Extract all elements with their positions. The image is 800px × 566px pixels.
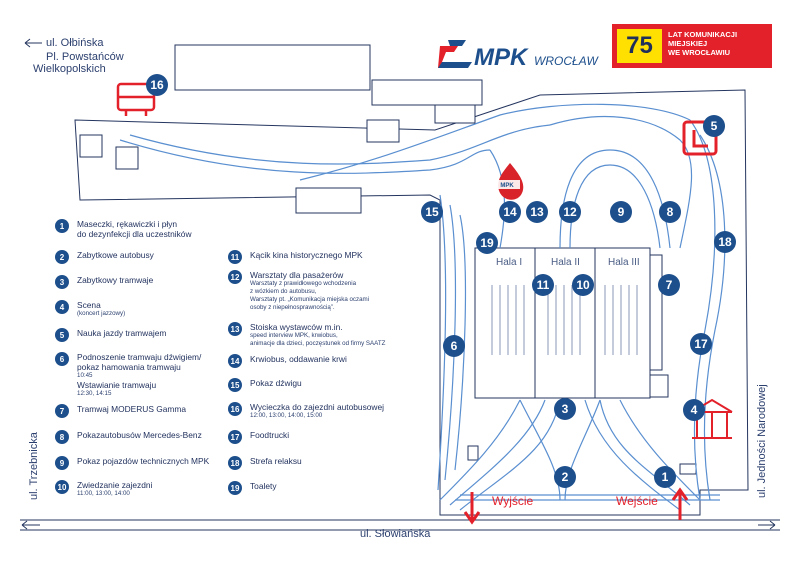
legend-item-12: 12 Warsztaty dla pasażerów Warsztaty z p… bbox=[228, 270, 369, 312]
map-marker-5[interactable]: 5 bbox=[703, 115, 725, 137]
street-pl-powstancow: Pl. Powstańców bbox=[46, 51, 124, 63]
map-marker-2[interactable]: 2 bbox=[554, 466, 576, 488]
hall-label-3: Hala III bbox=[608, 257, 640, 268]
blood-drop-icon: MPK bbox=[494, 163, 524, 200]
map-marker-18[interactable]: 18 bbox=[714, 231, 736, 253]
tram-driving-icon bbox=[682, 120, 718, 156]
building bbox=[434, 104, 476, 124]
legend-item-6: 6 Podnoszenie tramwaju dźwigiem/ pokaz h… bbox=[55, 352, 201, 398]
legend-item-5: 5 Nauka jazdy tramwajem bbox=[55, 328, 166, 342]
hall-label-2: Hala II bbox=[551, 257, 580, 268]
map-marker-4[interactable]: 4 bbox=[683, 399, 705, 421]
legend-item-3: 3 Zabytkowy tramwaje bbox=[55, 275, 153, 289]
map-marker-8[interactable]: 8 bbox=[659, 201, 681, 223]
mpk-city-text: WROCŁAW bbox=[534, 54, 598, 68]
exit-label: Wyjście bbox=[492, 494, 534, 508]
legend-item-15: 15 Pokaz dźwigu bbox=[228, 378, 302, 392]
svg-text:MPK: MPK bbox=[500, 183, 514, 189]
entry-label: Wejście bbox=[616, 494, 658, 508]
depot-hall bbox=[474, 247, 651, 399]
site-boundary bbox=[74, 89, 749, 516]
map-marker-13[interactable]: 13 bbox=[526, 201, 548, 223]
map-marker-19[interactable]: 19 bbox=[476, 232, 498, 254]
legend-item-13: 13 Stoiska wystawców m.in. speed intervi… bbox=[228, 322, 385, 348]
hall-label-1: Hala I bbox=[496, 257, 523, 268]
legend-item-17: 17 Foodtrucki bbox=[228, 430, 289, 444]
street-slowianska: ul. Słowiańska bbox=[360, 528, 431, 540]
legend-item-2: 2 Zabytkowe autobusy bbox=[55, 250, 154, 264]
legend-item-9: 9 Pokaz pojazdów technicznych MPK bbox=[55, 456, 209, 470]
map-marker-7[interactable]: 7 bbox=[658, 274, 680, 296]
legend-item-18: 18 Strefa relaksu bbox=[228, 456, 302, 470]
anniversary-line2: MIEJSKIEJ bbox=[668, 39, 708, 48]
map-marker-9[interactable]: 9 bbox=[610, 201, 632, 223]
street-olbinska: ul. Ołbińska bbox=[46, 37, 104, 49]
map-marker-15[interactable]: 15 bbox=[421, 201, 443, 223]
building bbox=[295, 187, 362, 214]
street-jednosci-narodowej: ul. Jedności Narodowej bbox=[756, 384, 768, 498]
building bbox=[79, 134, 103, 158]
building bbox=[371, 79, 483, 106]
map-marker-1[interactable]: 1 bbox=[654, 466, 676, 488]
street-wielkopolskich: Wielkopolskich bbox=[33, 63, 106, 75]
legend-item-14: 14 Krwiobus, oddawanie krwi bbox=[228, 354, 347, 368]
building bbox=[366, 119, 400, 143]
legend-item-4: 4 Scena(koncert jazzowy) bbox=[55, 300, 125, 318]
anniversary-line1: LAT KOMUNIKACJI bbox=[668, 30, 738, 39]
map-marker-6[interactable]: 6 bbox=[443, 335, 465, 357]
legend-item-11: 11 Kącik kina historycznego MPK bbox=[228, 250, 363, 264]
building bbox=[115, 146, 139, 170]
map-marker-14[interactable]: 14 bbox=[499, 201, 521, 223]
street-trzebnicka: ul. Trzebnicka bbox=[28, 432, 40, 500]
legend-item-8: 8 Pokazautobusów Mercedes-Benz bbox=[55, 430, 202, 444]
anniversary-badge: 75 LAT KOMUNIKACJI MIEJSKIEJ WE WROCŁAWI… bbox=[612, 24, 772, 68]
map-marker-16[interactable]: 16 bbox=[146, 74, 168, 96]
building bbox=[174, 44, 371, 91]
map-marker-11[interactable]: 11 bbox=[532, 274, 554, 296]
map-marker-17[interactable]: 17 bbox=[690, 333, 712, 355]
legend-item-19: 19 Toalety bbox=[228, 481, 277, 495]
mpk-logo: MPK WROCŁAW bbox=[438, 38, 598, 77]
mpk-brand-text: MPK bbox=[474, 44, 528, 71]
bus-icon bbox=[116, 82, 156, 116]
map-marker-12[interactable]: 12 bbox=[559, 201, 581, 223]
anniversary-number: 75 bbox=[617, 29, 662, 63]
map-marker-10[interactable]: 10 bbox=[572, 274, 594, 296]
anniversary-line3: WE WROCŁAWIU bbox=[668, 48, 731, 57]
legend-item-7: 7 Tramwaj MODERUS Gamma bbox=[55, 404, 186, 418]
map-marker-3[interactable]: 3 bbox=[554, 398, 576, 420]
